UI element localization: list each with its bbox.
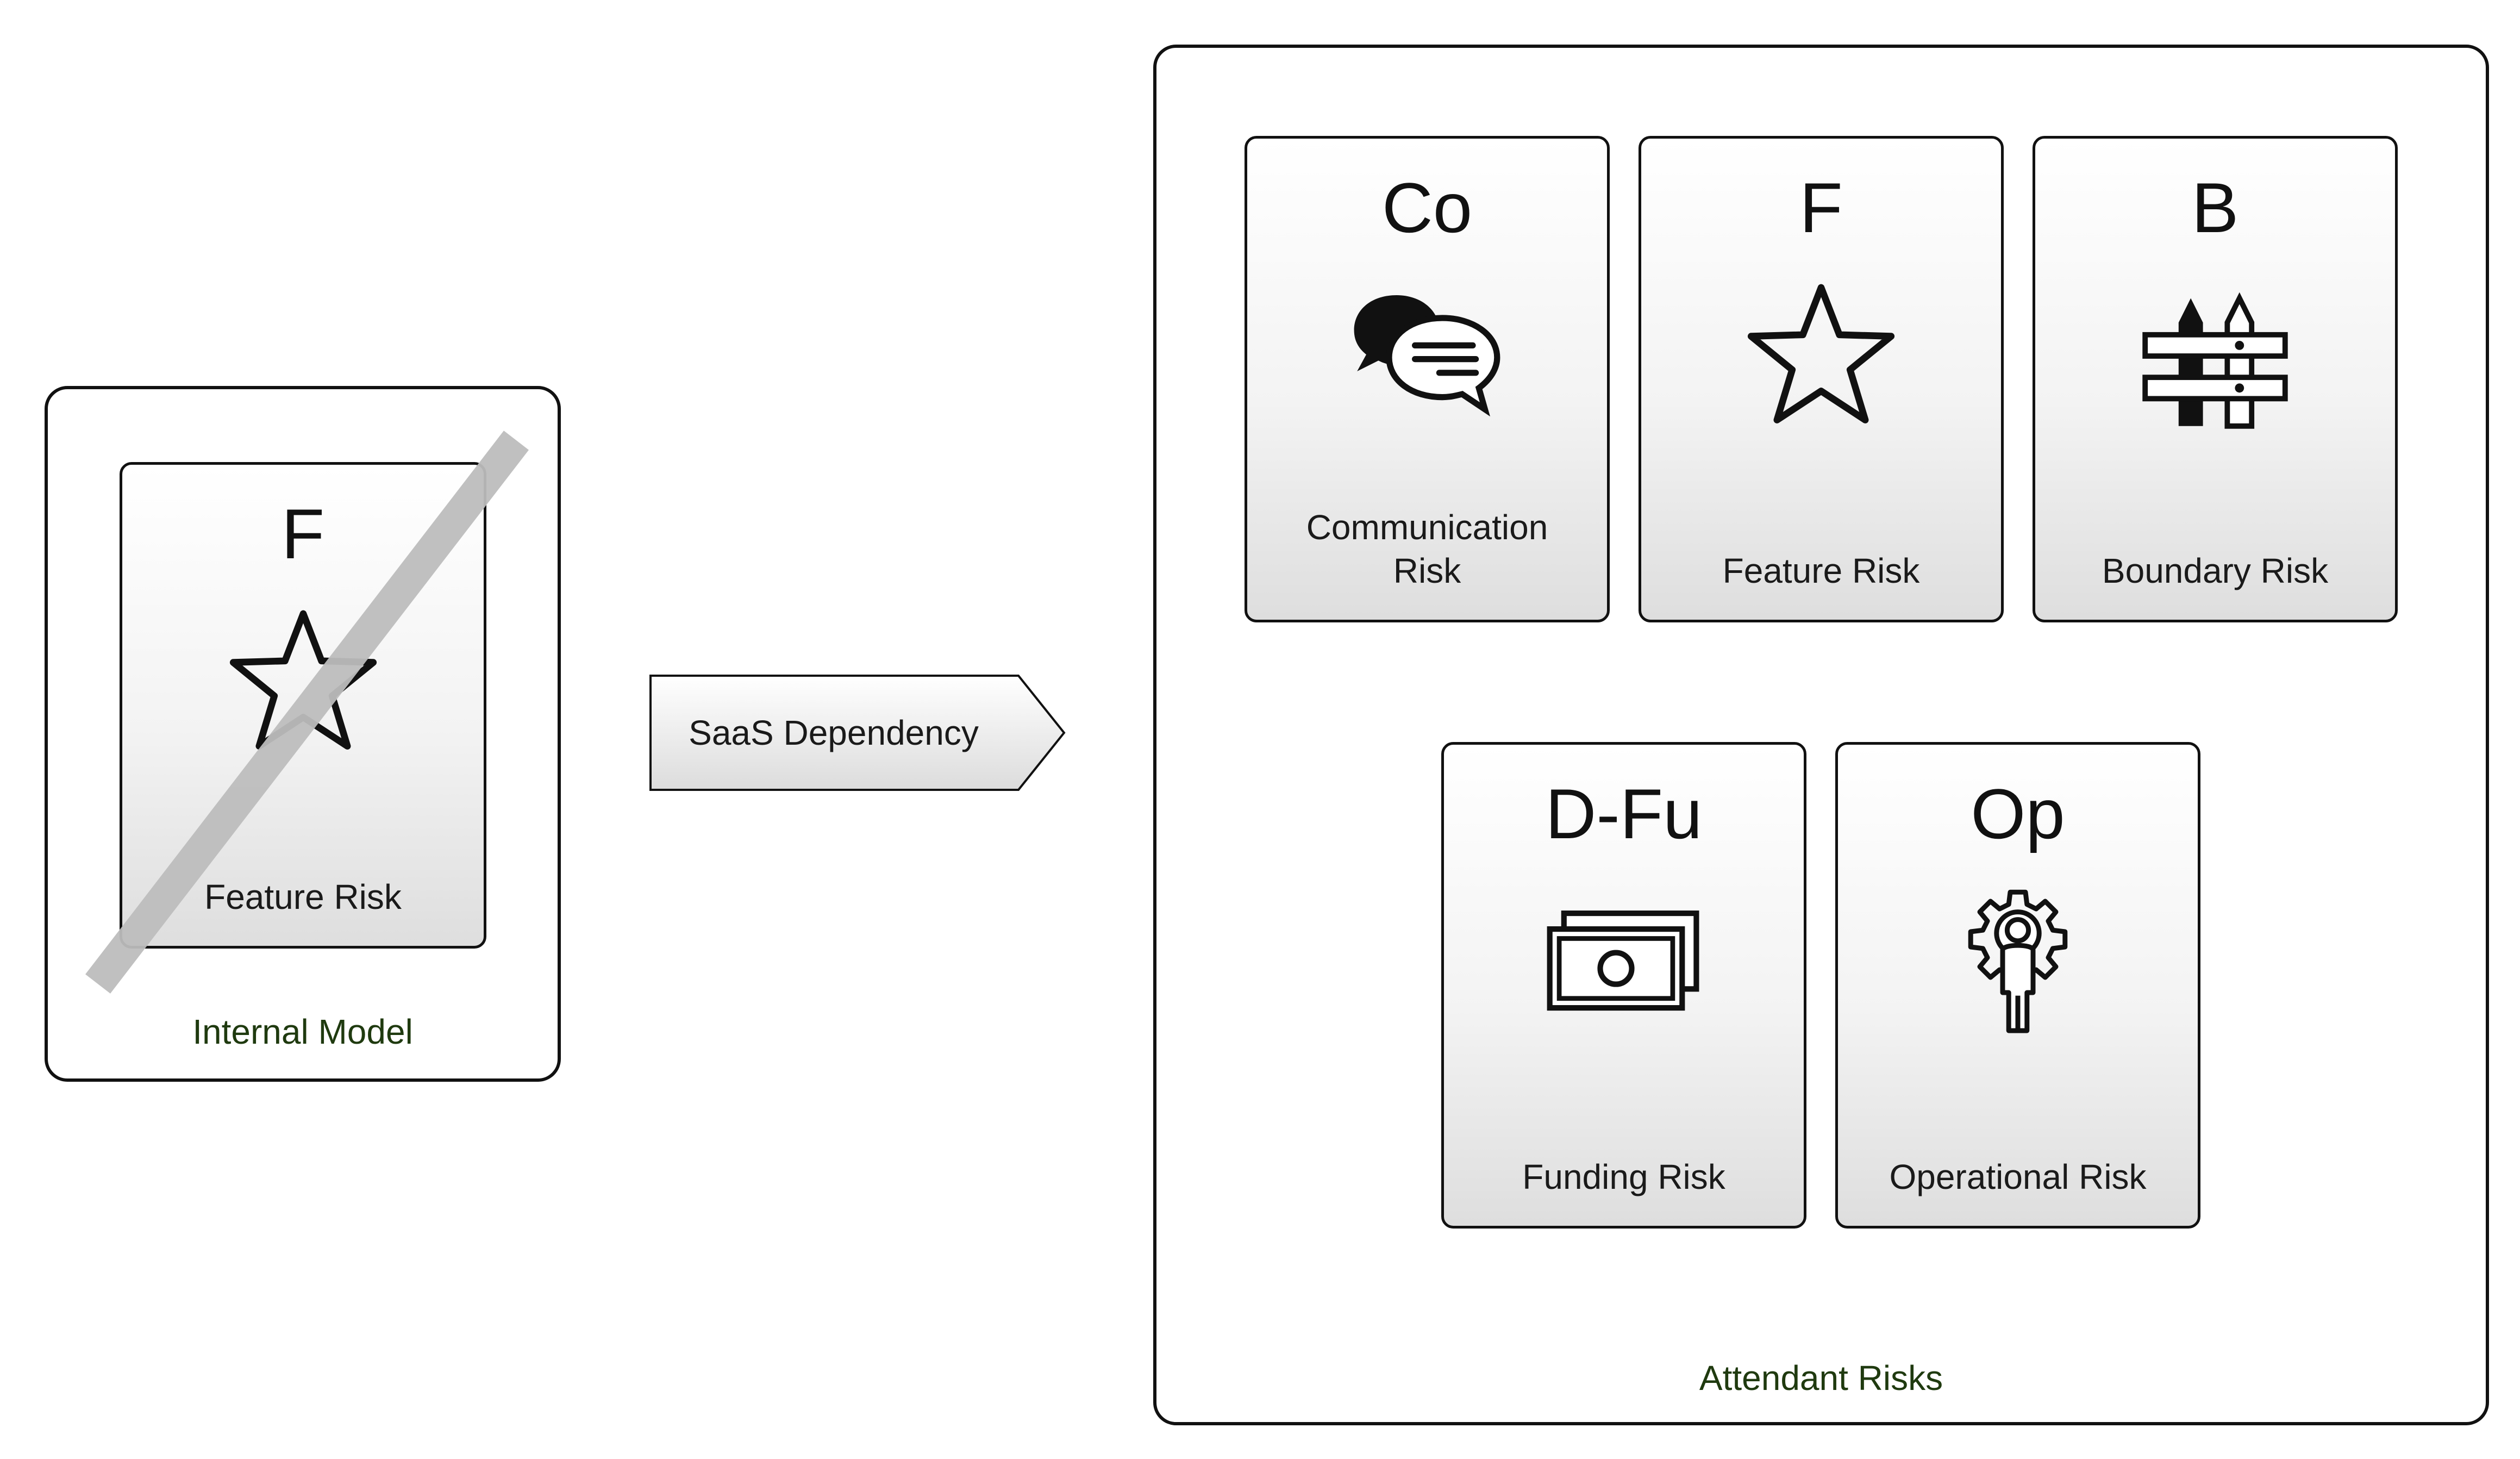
card-name: Funding Risk	[1522, 1157, 1725, 1196]
card-name-line1: Communication	[1306, 508, 1548, 547]
feature-risk-card: F Feature Risk	[1639, 136, 2004, 622]
card-abbreviation: Co	[1381, 168, 1473, 247]
card-name: Feature Risk	[204, 877, 402, 916]
star-icon	[122, 601, 484, 764]
banknotes-icon	[1444, 881, 1804, 1044]
card-abbreviation: F	[281, 494, 325, 573]
card-name: Operational Risk	[1889, 1157, 2147, 1196]
star-icon	[1641, 275, 2001, 438]
internal-model-label: Internal Model	[192, 1012, 413, 1051]
attendant-risks-label: Attendant Risks	[1699, 1358, 1943, 1398]
speech-bubbles-icon	[1247, 275, 1607, 438]
fence-icon	[2035, 275, 2395, 438]
internal-feature-risk-card: F Feature Risk	[120, 462, 486, 949]
card-name: Communication Risk	[1264, 506, 1591, 593]
card-name: Boundary Risk	[2102, 551, 2329, 590]
operational-risk-card: Op Operational Risk	[1835, 742, 2200, 1229]
card-abbreviation: B	[2191, 168, 2239, 247]
communication-risk-card: Co Communication Risk	[1245, 136, 1610, 622]
saas-dependency-label: SaaS Dependency	[689, 713, 979, 752]
saas-dependency-arrow: SaaS Dependency	[649, 674, 1067, 791]
gear-person-icon	[1838, 881, 2198, 1044]
funding-risk-card: D-Fu Funding Risk	[1441, 742, 1806, 1229]
card-abbreviation: D-Fu	[1545, 774, 1703, 853]
card-abbreviation: Op	[1971, 774, 2065, 853]
card-name-line2: Risk	[1393, 551, 1461, 590]
boundary-risk-card: B Boundary Risk	[2033, 136, 2398, 622]
card-name: Feature Risk	[1722, 551, 1920, 590]
card-abbreviation: F	[1799, 168, 1843, 247]
